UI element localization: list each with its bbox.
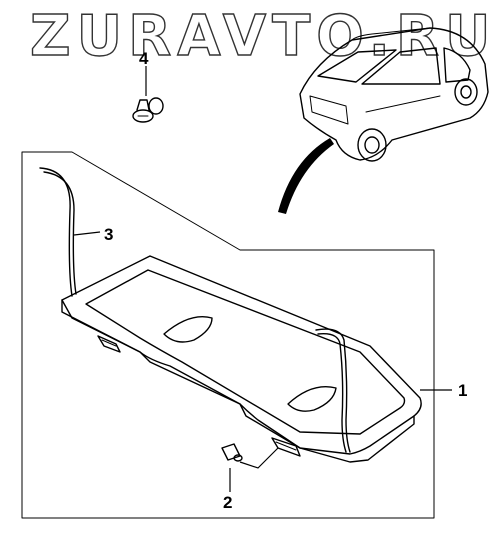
callout-3-leader [73, 231, 101, 236]
hinge-right [271, 437, 301, 457]
shelf-pocket-right [287, 386, 337, 412]
front-wheel [454, 78, 478, 106]
callout-2-leader [239, 447, 279, 469]
parcel-shelf [61, 255, 422, 463]
shelf-pocket-left [163, 316, 213, 343]
clip-part [221, 443, 243, 462]
callout-2: 2 [223, 493, 232, 512]
hinge-left [97, 335, 121, 353]
callout-1: 1 [458, 381, 467, 400]
callout-3: 3 [104, 225, 113, 244]
watermark-logo: ZURAVTO.RU [30, 4, 497, 69]
assembly-frame [21, 151, 435, 519]
rear-wheel [357, 128, 387, 162]
cord-right [315, 328, 351, 453]
car-illustration [278, 27, 489, 214]
fastener-part [132, 97, 164, 123]
cord-left [39, 167, 73, 297]
location-arrow [278, 138, 334, 214]
callout-4: 4 [139, 49, 149, 68]
